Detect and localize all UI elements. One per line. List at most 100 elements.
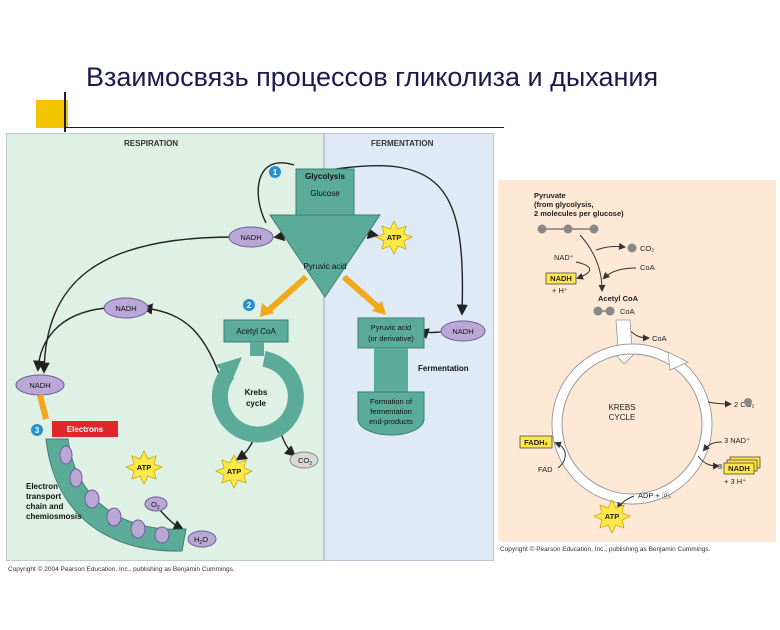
nadh-stack-1 — [723, 462, 755, 475]
step-3-marker — [31, 424, 43, 436]
electrons-box — [52, 421, 118, 437]
acetyl-coa-label: Acetyl CoA — [236, 327, 276, 336]
pyruvic-deriv-label-1: Pyruvic acid — [371, 323, 411, 332]
nadh-oval-middle — [103, 297, 149, 319]
etc-complex-3 — [84, 489, 100, 509]
step-1-label: 1 — [273, 168, 278, 177]
respiration-header: RESPIRATION — [124, 139, 178, 148]
formation-label-3: end-products — [369, 417, 413, 426]
etc-label-2: transport — [26, 492, 61, 501]
coa-label-exit: CoA — [652, 334, 667, 343]
co2-label: CO₂ — [640, 244, 654, 253]
pyruvate-label-2: (from glycolysis, — [534, 200, 594, 209]
krebs-label-2: cycle — [246, 399, 267, 408]
nadh-oval-fermentation — [440, 320, 486, 342]
krebs-ring-arrowhead — [667, 351, 689, 371]
title-decor-square — [36, 100, 68, 128]
pyruvic-acid-label: Pyruvic acid — [303, 262, 346, 271]
krebs-label-1: KREBS — [608, 403, 635, 412]
pyruvate-atom-2 — [563, 224, 573, 234]
nad-plus-label: NAD⁺ — [554, 253, 574, 262]
atp-burst-etc — [125, 450, 163, 485]
krebs-cycle-ring — [211, 351, 304, 443]
arrow-nad-in — [702, 441, 723, 452]
h-plus-label: + H⁺ — [552, 286, 568, 295]
orange-arrow-to-acetyl — [265, 274, 309, 314]
three-nadh-count: 3 — [718, 462, 722, 471]
arrow-glycolysis-to-fermentation-nadh — [335, 165, 468, 316]
atp-burst-bottom — [215, 454, 253, 489]
title-decor-horizontal-line — [64, 127, 504, 128]
h2o-oval — [187, 530, 217, 548]
pyruvate-label-1: Pyruvate — [534, 191, 566, 200]
title-decor-vertical-line — [64, 92, 66, 132]
step-2-label: 2 — [247, 301, 252, 310]
arrow-to-2co2 — [707, 400, 732, 408]
etc-complex-5 — [130, 519, 146, 539]
three-nad-label: 3 NAD⁺ — [724, 436, 750, 445]
fermentation-stem — [374, 348, 408, 392]
krebs-cycle-arrowhead — [216, 357, 242, 381]
glucose-label: Glucose — [310, 189, 340, 198]
etc-label-3: chain and — [26, 502, 63, 511]
atp-etc-label: ATP — [137, 463, 151, 472]
o2-label: O2 — [151, 500, 160, 511]
atp-top-label: ATP — [387, 233, 401, 242]
h2o-label: H2O — [194, 535, 208, 546]
orange-arrow-to-electrons — [37, 394, 49, 420]
page-title: Взаимосвязь процессов гликолиза и дыхани… — [86, 62, 659, 92]
fadh2-label: FADH₂ — [524, 438, 548, 447]
co2-label: CO2 — [298, 456, 312, 467]
coa-label-mid: CoA — [620, 307, 635, 316]
nadh-middle-label: NADH — [115, 304, 136, 313]
nadh-fermentation-label: NADH — [452, 327, 473, 336]
o2-oval — [144, 496, 168, 512]
pyruvate-atom-1 — [537, 224, 547, 234]
respiration-background — [6, 133, 325, 561]
nadh-left-label: NADH — [29, 381, 50, 390]
arrow-coa-in — [602, 267, 637, 280]
arrow-acetyl-nadh-to-etc — [33, 307, 107, 372]
right-background — [498, 180, 776, 542]
pyruvate-label-3: 2 molecules per glucose) — [534, 209, 624, 218]
krebs-ring-inner — [561, 353, 703, 495]
atp-bottom-label: ATP — [227, 467, 241, 476]
nadh-stack-label: NADH — [728, 464, 750, 473]
etc-label-1: Electron — [26, 482, 58, 491]
step-3-label: 3 — [35, 426, 40, 435]
nadh-oval-top — [228, 226, 274, 248]
atp-burst — [593, 499, 631, 534]
fad-label: FAD — [538, 465, 553, 474]
step-2-marker — [243, 299, 255, 311]
three-h-label: + 3 H⁺ — [724, 477, 746, 486]
co2-atom-right — [744, 398, 752, 406]
krebs-cycle-diagram: Pyruvate (from glycolysis, 2 molecules p… — [498, 180, 776, 542]
pyruvic-deriv-label-2: (or derivative) — [368, 334, 414, 343]
nadh-top-label: NADH — [240, 233, 261, 242]
acetyl-stem — [250, 342, 264, 356]
orange-arrowhead-to-acetyl — [260, 303, 274, 317]
coa-label-top: CoA — [640, 263, 655, 272]
electrons-label: Electrons — [67, 425, 104, 434]
krebs-label-2: CYCLE — [609, 413, 636, 422]
acetyl-atom-2 — [605, 306, 615, 316]
right-copyright: Copyright © Pearson Education, Inc., pub… — [500, 546, 711, 553]
orange-arrow-to-pyruvic-deriv — [342, 274, 380, 310]
arrow-nad-to-nadh — [575, 261, 591, 280]
respiration-fermentation-diagram: RESPIRATION FERMENTATION Glycolysis Gluc… — [6, 133, 494, 561]
orange-arrowhead-to-pyruvic-deriv — [372, 301, 386, 315]
formation-label-1: Formation of — [370, 397, 413, 406]
atp-label: ATP — [605, 512, 619, 521]
left-copyright: Copyright © 2004 Pearson Education, Inc.… — [8, 566, 235, 573]
arrow-to-co2 — [595, 242, 626, 251]
etc-complex-4 — [106, 507, 122, 527]
krebs-ring-fill — [552, 344, 712, 504]
pyruvic-deriv-block — [357, 317, 425, 349]
arrow-to-nadh-stack — [697, 455, 720, 470]
adp-label: ADP + ⓟᵢ — [638, 491, 671, 500]
etc-complex-2 — [69, 468, 83, 488]
step-1-marker — [269, 166, 281, 178]
krebs-label-1: Krebs — [245, 388, 268, 397]
co2-oval — [289, 451, 319, 469]
arrow-pyruvate-down — [579, 234, 606, 292]
